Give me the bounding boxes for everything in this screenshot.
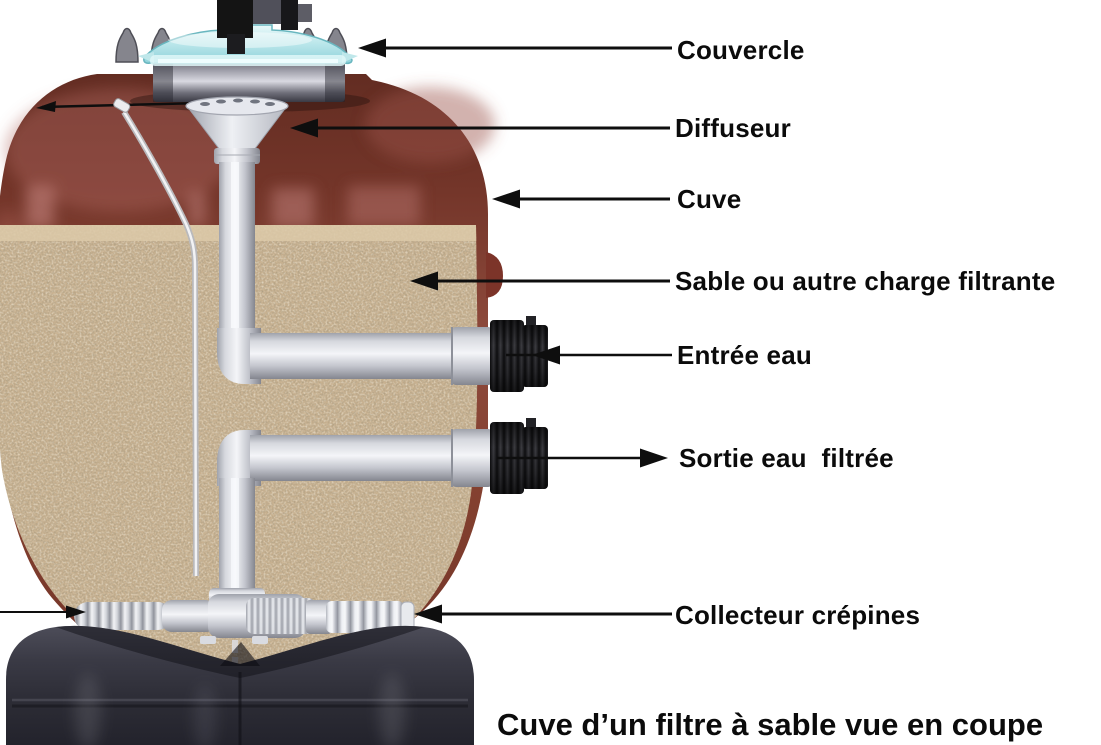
tank-moulding	[486, 252, 503, 298]
label-sortie-eau-filtree: Sortie eau filtrée	[679, 443, 894, 473]
label-couvercle: Couvercle	[677, 35, 805, 65]
label-cuve: Cuve	[677, 184, 742, 214]
lid-collar	[153, 56, 345, 102]
label-collecteur-crepines: Collecteur crépines	[675, 600, 921, 630]
tank-sheen	[5, 88, 235, 212]
leader-lines	[0, 38, 672, 624]
arrow-entree-eau	[506, 345, 672, 365]
arrow-diffuseur	[290, 118, 670, 138]
diffuser	[185, 96, 289, 338]
collector-crepines	[74, 588, 415, 644]
arrow-sortie-eau	[497, 448, 668, 468]
lid-glass-dome	[143, 24, 353, 65]
outlet-port	[490, 418, 548, 494]
arrow-crepine-left	[0, 605, 86, 619]
figure-caption: Cuve d’un filtre à sable vue en coupe	[497, 707, 1044, 742]
label-sable: Sable ou autre charge filtrante	[675, 266, 1056, 296]
base-pedestal	[6, 625, 474, 745]
arrow-sable	[410, 271, 670, 291]
lid-assembly	[115, 0, 370, 112]
arrow-collecteur	[414, 604, 672, 624]
label-diffuseur: Diffuseur	[675, 113, 791, 143]
air-tube	[113, 98, 199, 577]
label-entree-eau: Entrée eau	[677, 340, 812, 370]
diffuser-slots	[200, 98, 275, 106]
valve-stub	[217, 0, 312, 54]
arrow-couvercle	[358, 38, 672, 58]
arrow-cuve	[492, 189, 670, 209]
